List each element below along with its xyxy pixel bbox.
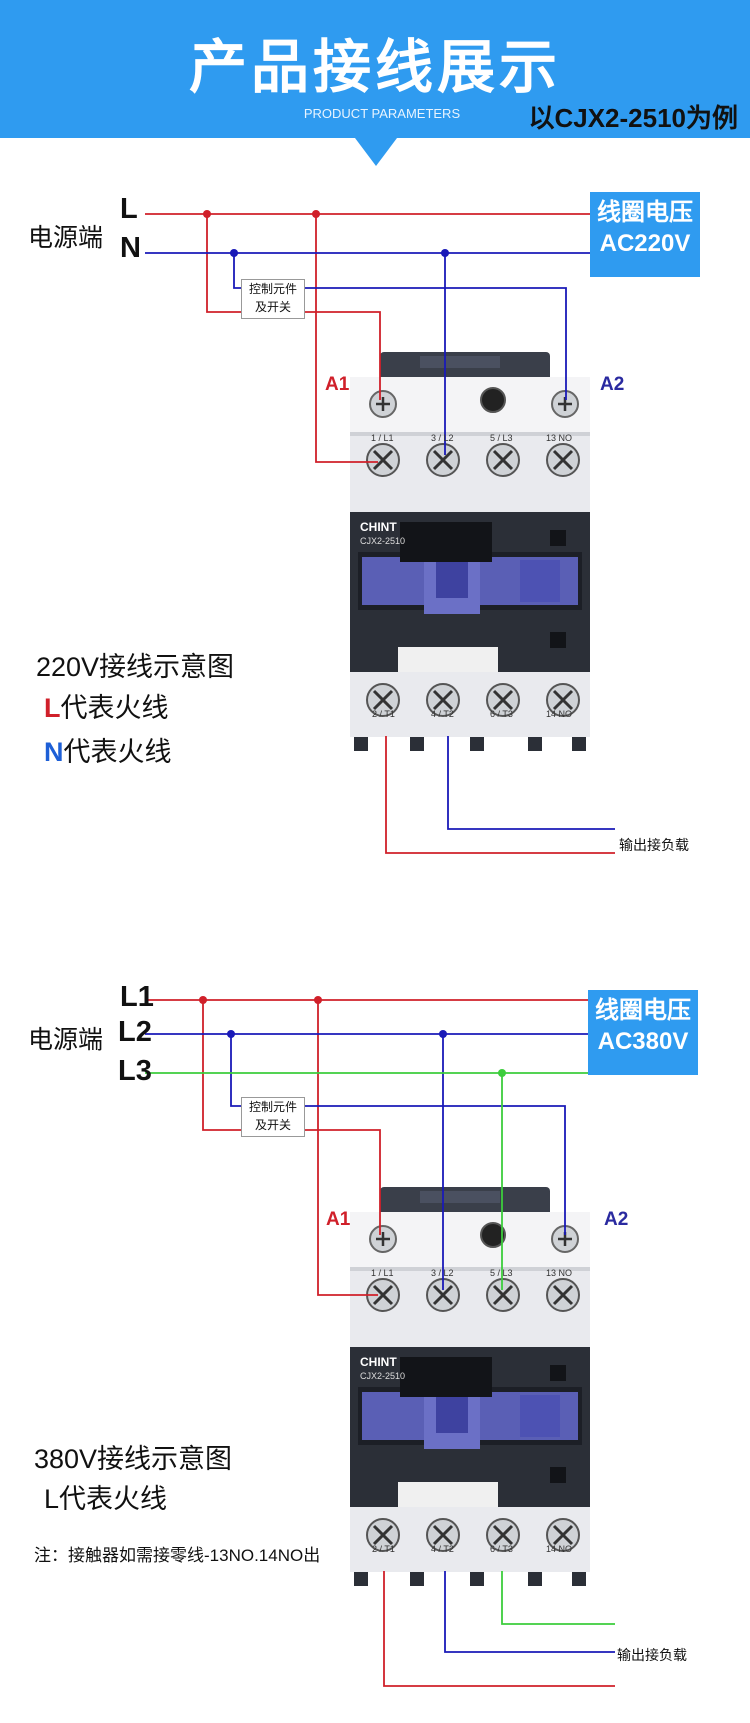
power-terminal-label-380: 电源端 xyxy=(28,1026,104,1054)
legend-N-220: N代表火线 xyxy=(44,730,172,769)
legend-N-text: 代表火线 xyxy=(63,737,172,767)
diagram-caption-220: 220V接线示意图 xyxy=(36,652,235,682)
coil-voltage-value: AC220V xyxy=(599,230,691,257)
a2-label-380: A2 xyxy=(604,1209,629,1230)
wires-220 xyxy=(145,213,615,854)
terminal-5-L3: 5 / L3 xyxy=(490,433,513,443)
power-terminal-label: 电源端 xyxy=(28,224,104,252)
terminal-5-L3-380: 5 / L3 xyxy=(490,1268,513,1278)
brand-label-220: CHINT xyxy=(360,520,397,534)
terminal-6-T3-380: 6 / T3 xyxy=(490,1544,513,1554)
terminal-14-NO: 14 NO xyxy=(546,709,573,719)
legend-L-text: 代表火线 xyxy=(60,693,169,723)
control-switch-box-380: 控制元件 及开关 xyxy=(241,1097,305,1137)
control-switch-box-220: 控制元件 及开关 xyxy=(241,279,305,319)
coil-voltage-box-380: 线圈电压 AC380V xyxy=(588,990,698,1075)
terminal-13-NO: 13 NO xyxy=(546,433,573,443)
note-neutral: 注：接触器如需接零线-13NO.14NO出 xyxy=(34,1546,321,1565)
coil-voltage-title: 线圈电压 xyxy=(597,199,693,226)
terminal-3-L2-380: 3 / L2 xyxy=(431,1268,454,1278)
coil-voltage-title-380: 线圈电压 xyxy=(595,997,691,1024)
junctions-220 xyxy=(203,210,449,257)
page-subtitle: PRODUCT PARAMETERS xyxy=(303,106,461,121)
line-L3-label: L3 xyxy=(118,1055,152,1087)
header-banner: 产品接线展示 PRODUCT PARAMETERS 以CJX2-2510为例 xyxy=(0,0,750,138)
output-load-label-220: 输出接负载 xyxy=(619,837,689,853)
coil-voltage-value-380: AC380V xyxy=(597,1028,689,1055)
diagram-caption-380: 380V接线示意图 xyxy=(34,1444,233,1474)
page-title: 产品接线展示 xyxy=(188,35,561,100)
terminal-14-NO-380: 14 NO xyxy=(546,1544,573,1554)
model-label-380: CJX2-2510 xyxy=(360,1371,406,1381)
control-switch-line1-380: 控制元件 xyxy=(248,1100,297,1114)
banner-pointer xyxy=(355,138,397,166)
control-switch-line1: 控制元件 xyxy=(248,282,297,296)
terminal-1-L1: 1 / L1 xyxy=(371,433,394,443)
terminal-4-T2: 4 / T2 xyxy=(431,709,454,719)
legend-N-letter: N xyxy=(44,737,64,767)
coil-voltage-box-220: 线圈电压 AC220V xyxy=(590,192,700,277)
terminal-1-L1-380: 1 / L1 xyxy=(371,1268,394,1278)
a1-label: A1 xyxy=(325,374,350,395)
legend-L-letter: L xyxy=(44,693,61,723)
example-model: 以CJX2-2510为例 xyxy=(528,103,738,133)
contactor-220 xyxy=(348,350,592,753)
terminal-13-NO-380: 13 NO xyxy=(546,1268,573,1278)
wires-380 xyxy=(145,999,615,1687)
brand-label-380: CHINT xyxy=(360,1355,397,1369)
junctions-380 xyxy=(199,996,506,1077)
terminal-4-T2-380: 4 / T2 xyxy=(431,1544,454,1554)
output-load-label-380: 输出接负载 xyxy=(617,1647,687,1663)
a2-label: A2 xyxy=(600,374,625,395)
terminal-2-T1-380: 2 / T1 xyxy=(372,1544,395,1554)
contactor-380 xyxy=(348,1185,592,1588)
line-L1-label: L1 xyxy=(120,981,154,1013)
a1-label-380: A1 xyxy=(326,1209,351,1230)
terminal-6-T3: 6 / T3 xyxy=(490,709,513,719)
model-label-220: CJX2-2510 xyxy=(360,536,406,546)
terminal-3-L2: 3 / L2 xyxy=(431,433,454,443)
line-N-label: N xyxy=(120,232,141,264)
line-L-label: L xyxy=(120,193,138,225)
control-switch-line2-380: 及开关 xyxy=(254,1118,291,1132)
line-L2-label: L2 xyxy=(118,1016,152,1048)
legend-L-220: L代表火线 xyxy=(44,686,169,725)
legend-L-380: L代表火线 xyxy=(44,1484,168,1514)
terminal-2-T1: 2 / T1 xyxy=(372,709,395,719)
control-switch-line2: 及开关 xyxy=(254,300,291,314)
